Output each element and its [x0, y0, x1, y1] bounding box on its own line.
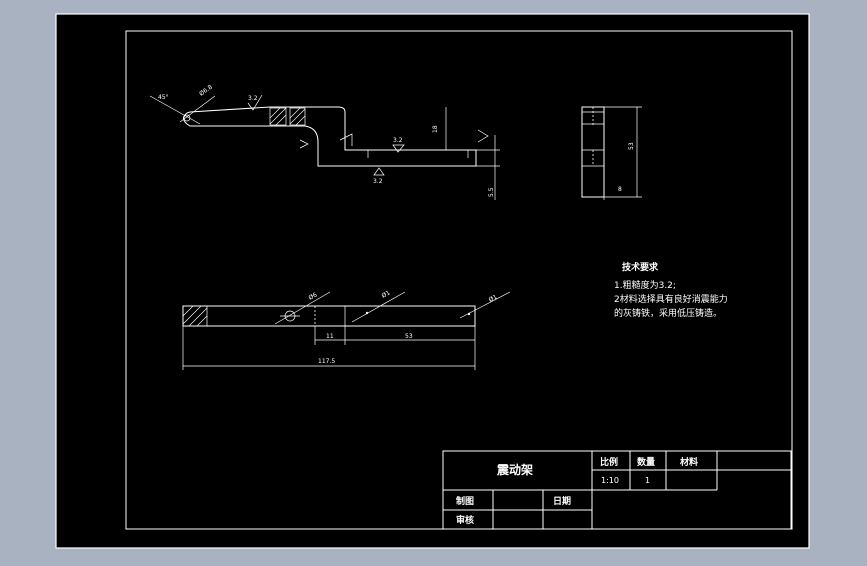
requirements-line-2: 2材料选择具有良好消震能力 — [614, 293, 728, 305]
requirements-line-1: 1.粗糙度为3.2; — [614, 279, 676, 291]
angle-label: 45° — [158, 94, 169, 101]
roughness-symbol-right — [477, 129, 489, 143]
roughness-symbol-left — [299, 139, 309, 149]
title-block: 震动架 比例 数量 材料 1:10 1 制图 日期 审核 — [442, 450, 792, 530]
front-diameter-1-label: Ø6 — [308, 291, 319, 301]
side-dim-height-label: 53 — [628, 142, 635, 150]
front-dim-total-label: 117.5 — [318, 358, 335, 365]
side-dim-width-label: 8 — [618, 186, 622, 193]
roughness-bottom-label: 3.2 — [373, 178, 383, 185]
front-dim-left-label: 11 — [326, 333, 334, 340]
roughness-top-label: 3.2 — [248, 95, 258, 102]
roughness-symbol-top — [247, 94, 263, 111]
requirements-title: 技术要求 — [622, 261, 659, 273]
dim-thickness-label: 5.5 — [488, 187, 495, 197]
scale-value: 1:10 — [601, 476, 619, 485]
drawn-by-label: 制图 — [456, 495, 474, 507]
front-diameter-3-label: Ø1 — [488, 293, 499, 303]
requirements-line-3: 的灰铸铁，采用低压铸造。 — [614, 307, 722, 319]
material-label: 材料 — [679, 456, 698, 468]
section-hatch-left — [269, 107, 287, 126]
roughness-symbol-side — [339, 133, 353, 146]
checked-by-label: 审核 — [456, 514, 474, 526]
quantity-label: 数量 — [637, 456, 655, 468]
date-label: 日期 — [553, 495, 571, 507]
roughness-mid-label: 3.2 — [393, 137, 403, 144]
drawing-sheet — [55, 13, 810, 549]
front-dim-right-label: 53 — [405, 333, 413, 340]
roughness-symbol-bottom — [373, 167, 385, 176]
section-hatch-right — [289, 107, 306, 126]
technical-requirements: 技术要求 1.粗糙度为3.2; 2材料选择具有良好消震能力 的灰铸铁，采用低压铸… — [614, 261, 728, 319]
top-view: 45° Ø6.8 3.2 3.2 3.2 18 5.5 — [149, 84, 500, 200]
front-view: Ø6 Ø1 Ø1 11 53 117.5 — [182, 289, 511, 370]
quantity-value: 1 — [645, 476, 650, 485]
side-view: 53 8 — [581, 106, 642, 200]
roughness-symbol-mid — [392, 144, 405, 153]
scale-label: 比例 — [600, 456, 618, 468]
front-diameter-2-label: Ø1 — [381, 289, 392, 299]
part-name: 震动架 — [497, 462, 533, 477]
dim-height-label: 18 — [432, 125, 439, 133]
